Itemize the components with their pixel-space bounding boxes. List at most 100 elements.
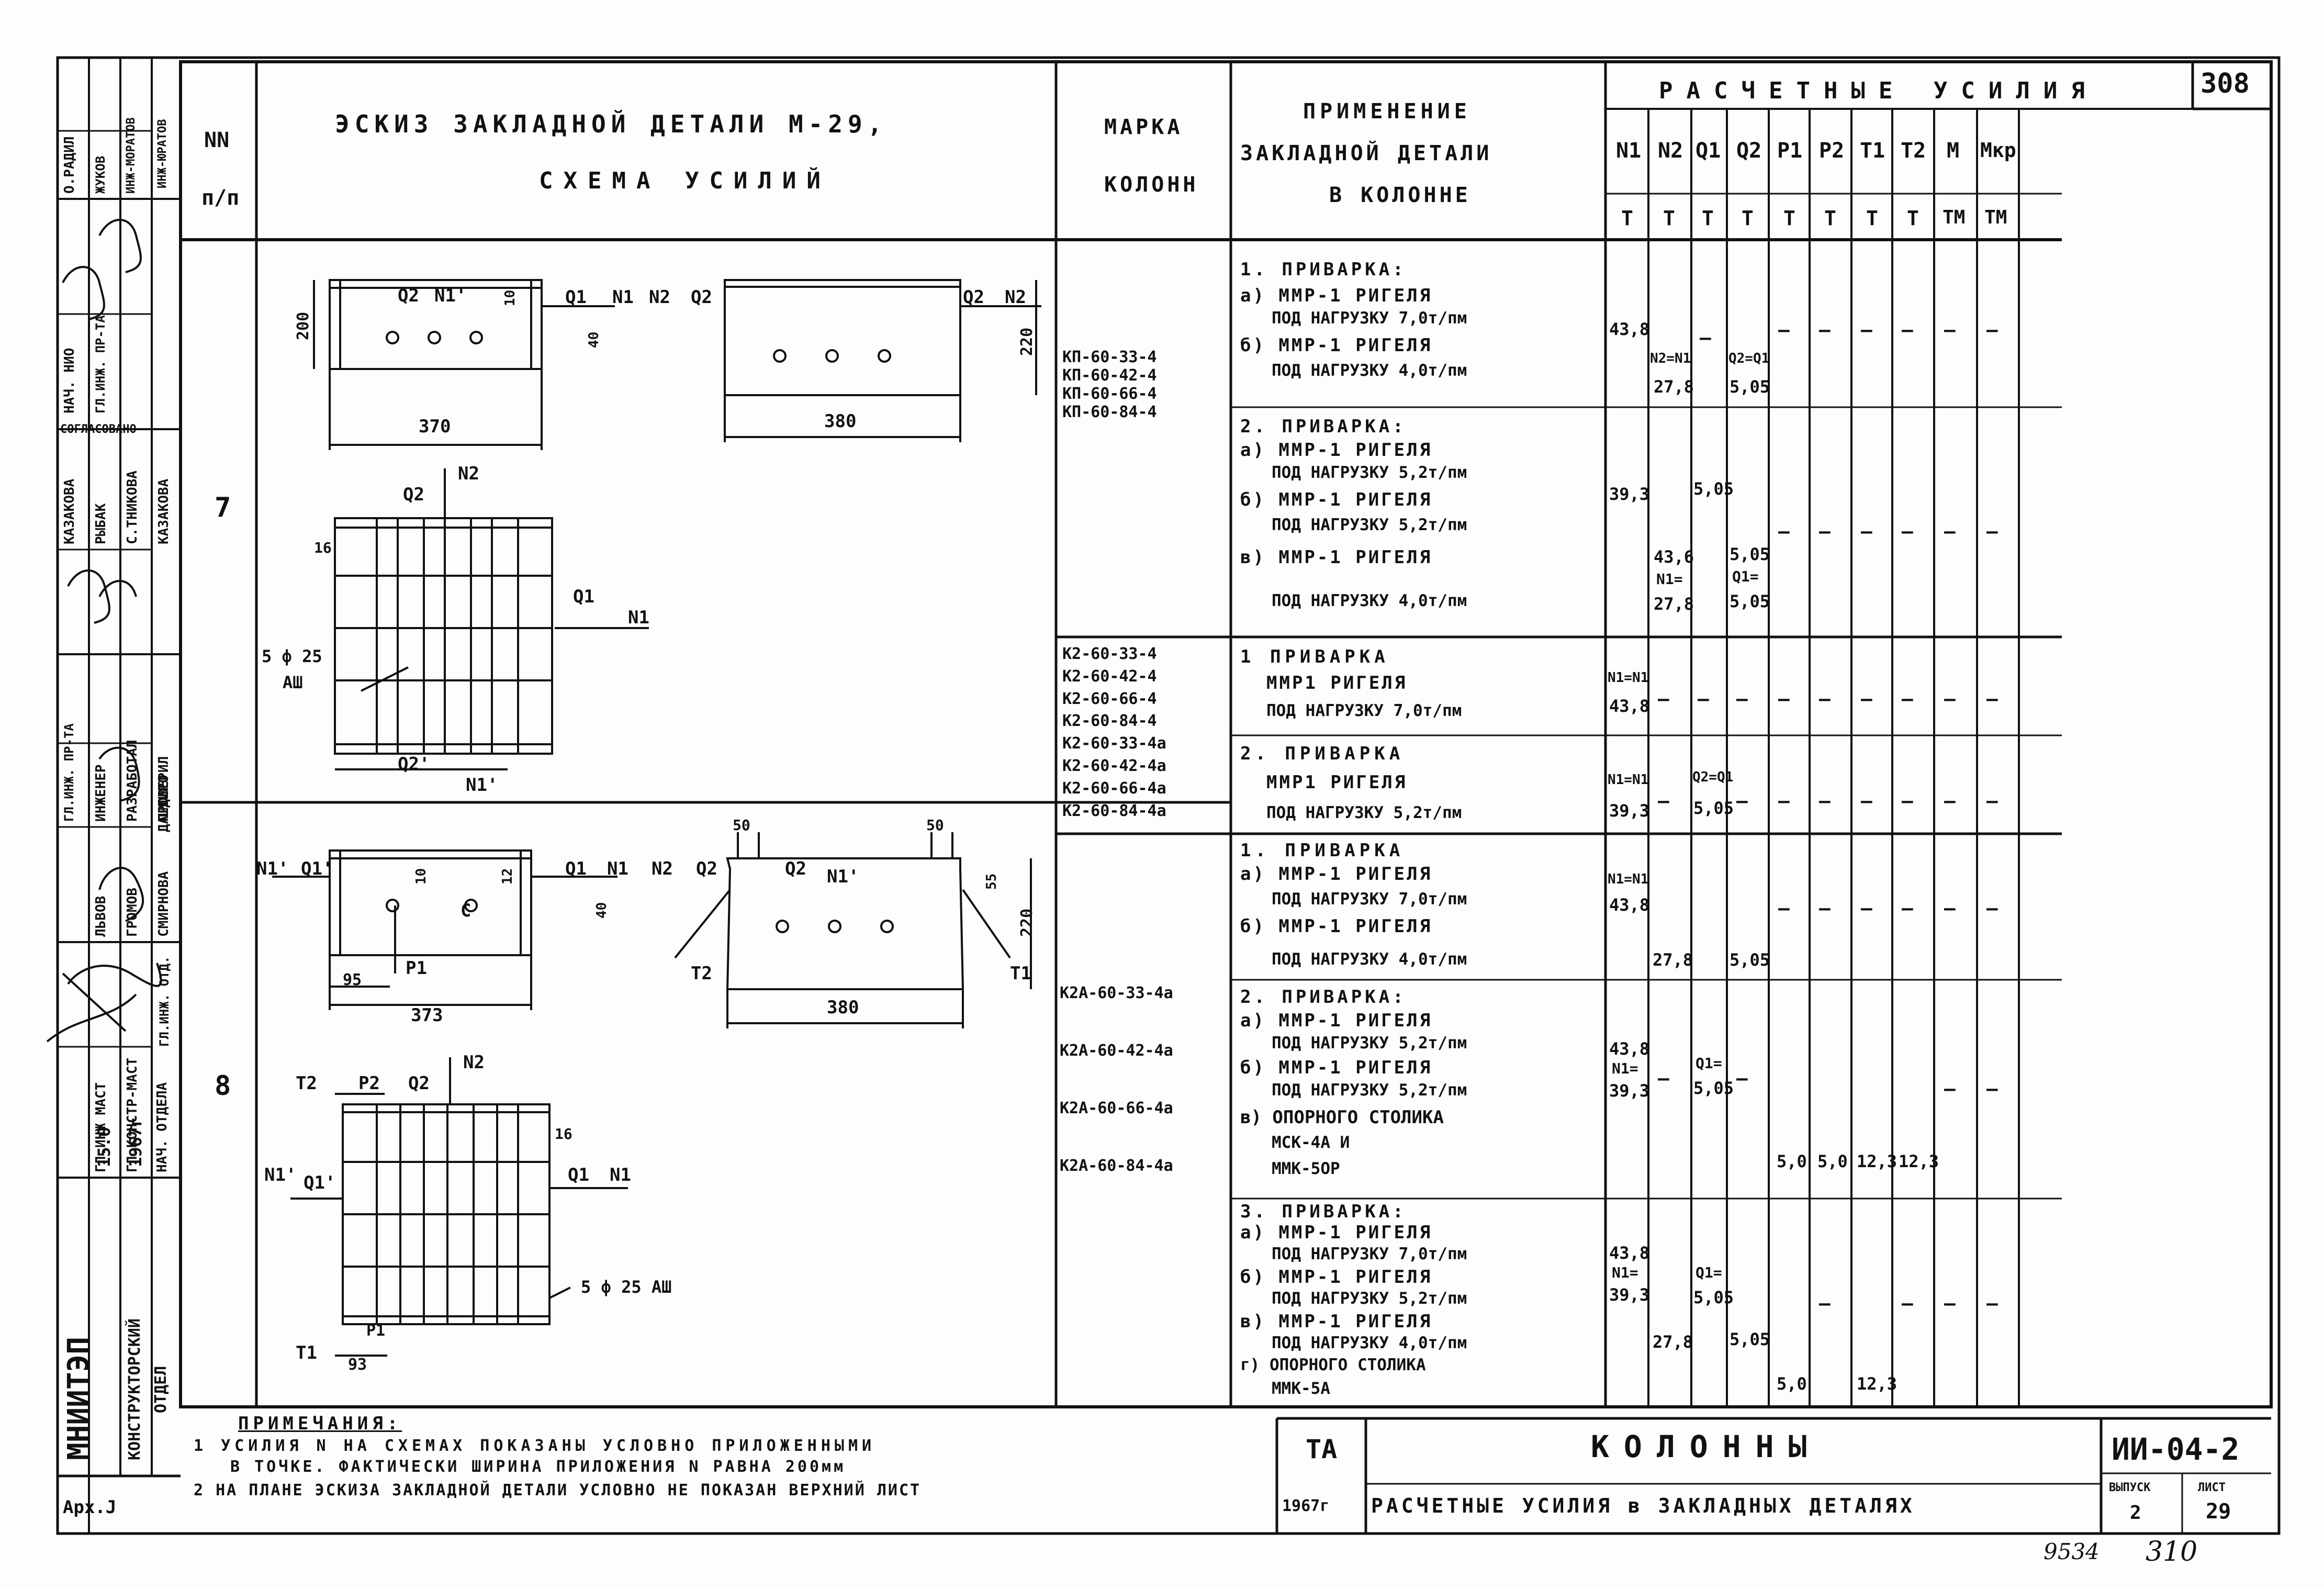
- app-a-5: ПОД НАГРУЗКУ 4,0т/пм: [1272, 361, 1467, 380]
- val-c-n2: —: [1658, 688, 1669, 710]
- app-g-4: б) ММР-1 РИГЕЛЯ: [1240, 1267, 1433, 1288]
- rebar-class-7: АШ: [283, 673, 303, 692]
- mark-b-6: К2-60-42-4а: [1062, 757, 1166, 775]
- force-col-p1: P1: [1777, 139, 1803, 163]
- val-e-m: —: [1944, 898, 1956, 919]
- app-f-7: МСК-4А И: [1272, 1133, 1350, 1152]
- val-a-q1: —: [1700, 327, 1711, 349]
- val-e-n2: 27,8: [1653, 950, 1693, 970]
- dim-16: 16: [314, 539, 332, 556]
- app-e-1: 1. ПРИВАРКА: [1240, 840, 1405, 861]
- app-f-1: 2. ПРИВАРКА:: [1240, 987, 1407, 1008]
- val-d-t2: —: [1902, 790, 1913, 812]
- val-f-q1-1: Q1=: [1696, 1055, 1722, 1072]
- mark-a-3: КП-60-66-4: [1062, 385, 1157, 403]
- val-c-q1: —: [1698, 688, 1709, 710]
- app-g-3: ПОД НАГРУЗКУ 7,0т/пм: [1272, 1245, 1467, 1263]
- mark-a-4: КП-60-84-4: [1062, 403, 1157, 421]
- plate-elevation-7b: [725, 280, 960, 395]
- app-b-7: ПОД НАГРУЗКУ 4,0т/пм: [1272, 591, 1467, 610]
- app-e-3: ПОД НАГРУЗКУ 7,0т/пм: [1272, 890, 1467, 909]
- val-a-q2-2: 5,05: [1730, 377, 1770, 397]
- dim-93: 93: [348, 1356, 367, 1374]
- dim-380-8: 380: [827, 997, 859, 1018]
- label-q2-8: Q2: [696, 858, 717, 879]
- val-f-n1-1: 43,8: [1609, 1039, 1650, 1059]
- force-unit-n1: Т: [1621, 207, 1633, 230]
- val-a-n1: 43,8: [1609, 319, 1650, 339]
- label-n1p-plan: N1': [466, 775, 498, 796]
- val-e-p2: —: [1819, 898, 1831, 919]
- notes-title: ПРИМЕЧАНИЯ:: [238, 1413, 402, 1434]
- title-issue-label: ВЫПУСК: [2109, 1481, 2151, 1494]
- app-g-1: 3. ПРИВАРКА:: [1240, 1201, 1407, 1222]
- force-unit-q2: Т: [1742, 207, 1754, 230]
- val-b-mkr: —: [1986, 521, 1998, 542]
- val-f-m: —: [1944, 1078, 1956, 1100]
- app-f-3: ПОД НАГРУЗКУ 5,2т/пм: [1272, 1034, 1467, 1053]
- app-f-4: б) ММР-1 РИГЕЛЯ: [1240, 1057, 1433, 1078]
- app-a-4: б) ММР-1 РИГЕЛЯ: [1240, 335, 1433, 356]
- inventory-number-2: 310: [2146, 1536, 2198, 1568]
- val-e-t2: —: [1902, 898, 1913, 919]
- header-sketch-title-1: ЭСКИЗ ЗАКЛАДНОЙ ДЕТАЛИ М-29,: [335, 110, 888, 138]
- force-col-q2: Q2: [1736, 139, 1762, 163]
- label-t1-8: T1: [1010, 963, 1031, 984]
- plate-plan-7: [335, 518, 552, 754]
- label-t2-8: T2: [691, 963, 712, 984]
- val-f-mkr: —: [1986, 1078, 1998, 1100]
- plate-elevation-7a: [330, 280, 542, 369]
- row-number-8: 8: [215, 1070, 231, 1102]
- title-code: ИИ-04-2: [2112, 1431, 2240, 1467]
- rebar-7: 5 ф 25: [262, 646, 322, 666]
- app-d-2: ММР1 РИГЕЛЯ: [1266, 772, 1408, 793]
- val-b-n1: 39,3: [1609, 484, 1650, 504]
- force-col-t2: T2: [1901, 139, 1926, 163]
- val-g-n1-1: 43,8: [1609, 1243, 1650, 1263]
- header-application-2: ЗАКЛАДНОЙ ДЕТАЛИ: [1240, 141, 1492, 165]
- title-year: 1967г: [1282, 1497, 1330, 1515]
- force-col-mkr: Mкр: [1980, 139, 2016, 162]
- header-application-1: ПРИМЕНЕНИЕ: [1303, 99, 1471, 124]
- val-c-m: —: [1944, 688, 1956, 710]
- dim-373: 373: [411, 1005, 443, 1026]
- val-g-q1-1: Q1=: [1696, 1264, 1722, 1281]
- rebar-8: 5 ф 25 АШ: [581, 1277, 672, 1297]
- force-unit-mkr: ТМ: [1984, 207, 2007, 228]
- app-g-5: ПОД НАГРУЗКУ 5,2т/пм: [1272, 1289, 1467, 1308]
- force-unit-p1: Т: [1783, 207, 1795, 230]
- force-col-q1: Q1: [1696, 139, 1721, 163]
- val-f-n2: —: [1658, 1068, 1669, 1089]
- app-a-2: а) ММР-1 РИГЕЛЯ: [1240, 285, 1433, 306]
- label-q1-8: Q1: [565, 858, 587, 879]
- val-g-q2: 5,05: [1730, 1329, 1770, 1349]
- mark-c-1: К2А-60-33-4а: [1060, 984, 1173, 1002]
- label-q1-plan8: Q1: [568, 1165, 589, 1185]
- app-g-6: в) ММР-1 РИГЕЛЯ: [1240, 1311, 1433, 1332]
- val-a-n2-2: 27,8: [1654, 377, 1694, 397]
- label-q2-c: Q2: [963, 287, 984, 308]
- mark-b-7: К2-60-66-4а: [1062, 779, 1166, 798]
- val-c-p1: —: [1778, 688, 1790, 710]
- val-a-p1: —: [1778, 319, 1790, 341]
- app-g-8: г) ОПОРНОГО СТОЛИКА: [1240, 1356, 1426, 1374]
- val-b-n2-3: 27,8: [1654, 594, 1694, 614]
- val-f-n1-3: 39,3: [1609, 1081, 1650, 1101]
- val-c-n1-2: 43,8: [1609, 696, 1650, 716]
- val-d-q1-2: 5,05: [1693, 798, 1734, 818]
- header-application-3: В КОЛОННЕ: [1329, 183, 1471, 207]
- val-g-q1-2: 5,05: [1693, 1288, 1734, 1307]
- label-n2-b: N2: [1005, 287, 1026, 308]
- val-d-t1: —: [1861, 790, 1872, 812]
- label-q1: Q1: [565, 287, 587, 308]
- label-t2-plan: T2: [296, 1073, 317, 1094]
- label-q2p-plan: Q2': [398, 754, 430, 775]
- label-n2-plan8: N2: [463, 1052, 485, 1073]
- val-a-q2-1: Q2=Q1: [1728, 351, 1770, 366]
- label-q2-b: Q2: [691, 287, 712, 308]
- val-c-p2: —: [1819, 688, 1831, 710]
- header-forces-title: РАСЧЕТНЫЕ УСИЛИЯ: [1659, 77, 2098, 104]
- val-c-n1-1: N1=N1: [1608, 670, 1649, 686]
- val-g-n1-2: N1=: [1612, 1264, 1638, 1281]
